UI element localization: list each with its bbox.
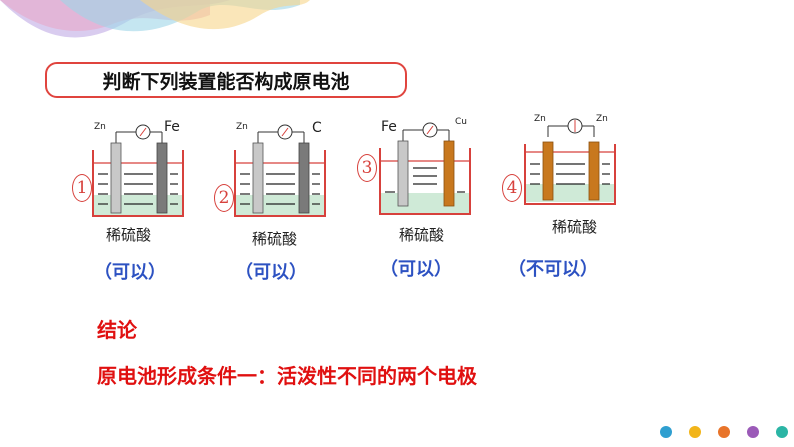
right-electrode-label-3: Cu (455, 117, 467, 127)
electrode-right (298, 142, 310, 214)
electrode-right (588, 141, 600, 201)
beaker-diagram-3 (379, 122, 471, 215)
left-electrode-label-4: Zn (534, 114, 546, 124)
electrode-left (252, 142, 264, 214)
verdict-2: （可以） (235, 262, 307, 283)
decorative-dot-3 (718, 426, 730, 438)
decorative-ribbons (0, 0, 310, 38)
left-electrode-label-3: Fe (381, 119, 397, 135)
left-electrode-label-2: Zn (236, 122, 248, 132)
conclusion-text: 原电池形成条件一：活泼性不同的两个电极 (97, 364, 477, 388)
electrolyte-label-1: 稀硫酸 (106, 226, 152, 244)
electrolyte-label-2: 稀硫酸 (252, 230, 298, 248)
experiment-number-1: 1 (72, 174, 92, 202)
beaker-diagram-2 (234, 124, 326, 217)
electrolyte-label-4: 稀硫酸 (552, 218, 598, 236)
right-electrode-label-4: Zn (596, 114, 608, 124)
electrode-left (397, 140, 409, 207)
experiment-1: 1 Zn Fe 稀硫酸 (68, 118, 198, 258)
conclusion-heading: 结论 (97, 318, 137, 342)
experiment-number-2: 2 (214, 184, 234, 212)
verdict-3: （可以） (380, 259, 452, 280)
right-electrode-label-1: Fe (164, 119, 180, 135)
beaker-diagram-4 (524, 118, 616, 205)
experiment-2: 2 Zn C 稀硫酸 (210, 118, 340, 258)
experiment-number-4: 4 (502, 174, 522, 202)
electrode-right (156, 142, 168, 214)
page-title: 判断下列装置能否构成原电池 (45, 62, 407, 98)
verdict-1: （可以） (94, 262, 166, 283)
right-electrode-label-2: C (312, 120, 322, 136)
experiment-number-3: 3 (357, 154, 377, 182)
beaker-diagram-1 (92, 124, 184, 217)
left-electrode-label-1: Zn (94, 122, 106, 132)
experiment-4: 4 Zn Zn 稀硫酸 (500, 112, 630, 252)
decorative-dot-5 (776, 426, 788, 438)
experiment-3: 3 Fe Cu 稀硫酸 (355, 116, 485, 256)
electrode-left (542, 141, 554, 201)
decorative-dot-2 (689, 426, 701, 438)
decorative-dot-4 (747, 426, 759, 438)
electrode-left (110, 142, 122, 214)
decorative-dot-1 (660, 426, 672, 438)
verdict-4: （不可以） (508, 259, 598, 280)
electrode-right (443, 140, 455, 207)
electrolyte-label-3: 稀硫酸 (399, 226, 445, 244)
